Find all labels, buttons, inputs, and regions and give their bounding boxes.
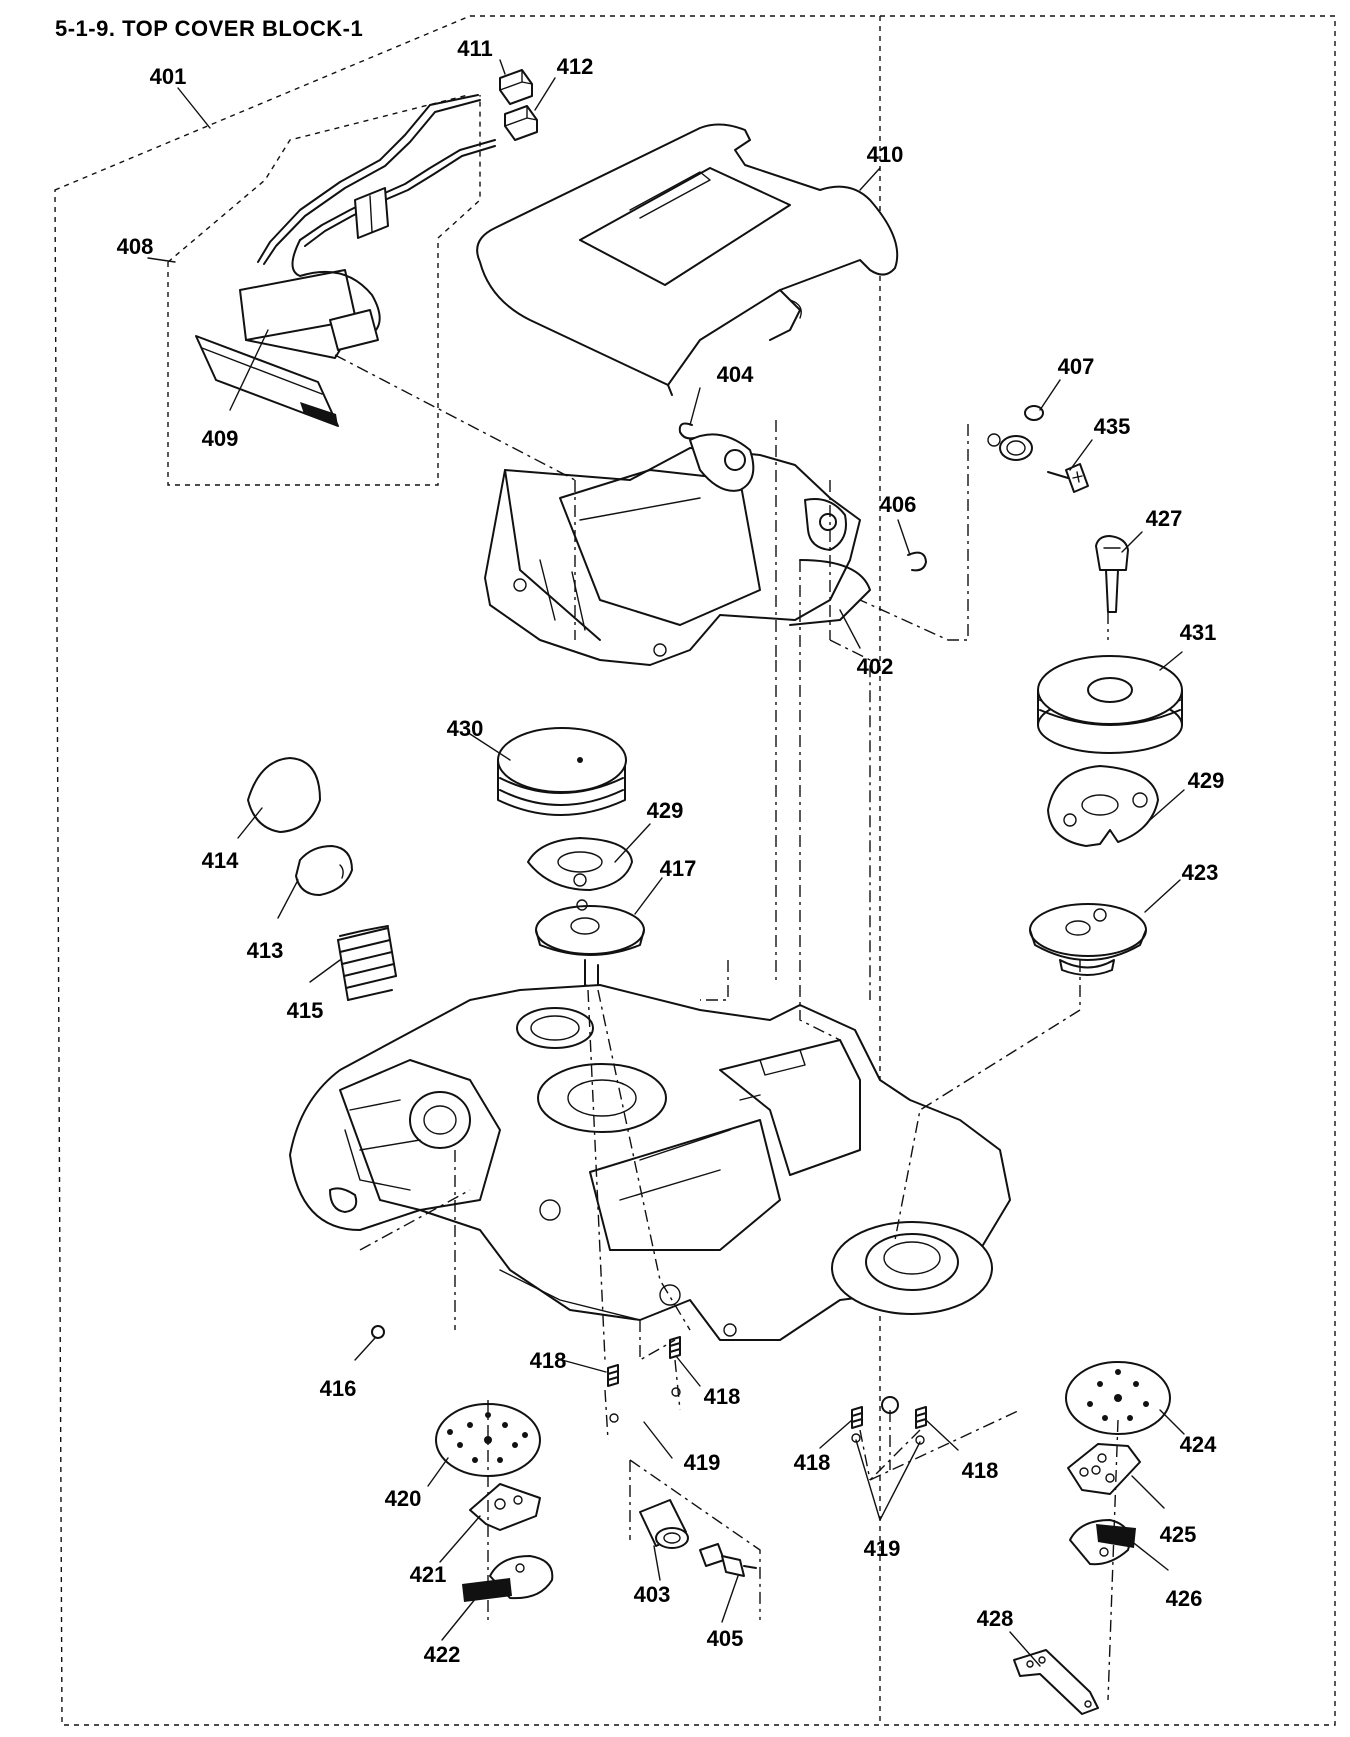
label-410: 410	[867, 142, 904, 167]
plate-421	[469, 1483, 541, 1531]
label-401: 401	[150, 64, 187, 89]
brush-426	[1069, 1519, 1136, 1566]
disc-424	[1065, 1361, 1171, 1435]
spring-415	[337, 925, 397, 1001]
cap-414	[247, 757, 321, 833]
bracket-428	[1013, 1649, 1099, 1715]
spring-418-b	[669, 1336, 681, 1359]
label-431: 431	[1180, 620, 1217, 645]
diagram-title: 5-1-9. TOP COVER BLOCK-1	[55, 16, 363, 41]
connector-411	[499, 69, 533, 105]
spring-418-a	[607, 1364, 619, 1387]
brush-422	[462, 1555, 554, 1602]
label-407: 407	[1058, 354, 1095, 379]
harness-408	[239, 94, 496, 359]
label-402: 402	[857, 654, 894, 679]
label-411: 411	[457, 36, 493, 61]
label-409: 409	[202, 426, 239, 451]
label-418-b: 418	[704, 1384, 741, 1409]
label-417: 417	[660, 856, 697, 881]
connector-412	[504, 105, 538, 141]
label-418-d: 418	[962, 1458, 999, 1483]
label-412: 412	[557, 54, 594, 79]
label-420: 420	[385, 1486, 422, 1511]
ring-406	[907, 551, 927, 572]
label-405: 405	[707, 1626, 744, 1651]
top-cover-410	[476, 123, 899, 396]
label-406: 406	[880, 492, 917, 517]
label-429-left: 429	[647, 798, 684, 823]
label-424: 424	[1180, 1432, 1217, 1457]
bushing-403	[639, 1499, 689, 1549]
label-419-b: 419	[864, 1536, 901, 1561]
spring-418-c	[851, 1406, 863, 1429]
label-404: 404	[717, 362, 754, 387]
label-419-a: 419	[684, 1450, 721, 1475]
callout-lines	[147, 59, 1185, 1667]
label-430: 430	[447, 716, 484, 741]
label-403: 403	[634, 1582, 671, 1607]
pin-416	[371, 1325, 385, 1339]
flex-409	[195, 335, 339, 427]
label-428: 428	[977, 1606, 1014, 1631]
leader-lines	[334, 354, 1119, 1701]
screw-435	[1047, 463, 1089, 493]
frame-402	[484, 433, 871, 666]
spring-418-d	[915, 1406, 927, 1429]
pin-405	[699, 1543, 757, 1577]
main-body	[289, 984, 1011, 1341]
label-429-right: 429	[1188, 768, 1225, 793]
label-418-c: 418	[794, 1450, 831, 1475]
label-415: 415	[287, 998, 324, 1023]
plate-425	[1067, 1443, 1141, 1495]
label-413: 413	[247, 938, 284, 963]
label-416: 416	[320, 1376, 357, 1401]
label-418-a: 418	[530, 1348, 567, 1373]
plate-429-left	[527, 837, 633, 891]
disc-417	[535, 899, 645, 991]
label-426: 426	[1166, 1586, 1203, 1611]
label-423: 423	[1182, 860, 1219, 885]
dial-430	[497, 727, 627, 816]
label-425: 425	[1160, 1522, 1197, 1547]
knob-427	[1095, 535, 1129, 613]
part-labels: 401 411 412 408 409 410 404 407 435 406 …	[117, 36, 1225, 1667]
plate-429-right	[1047, 765, 1159, 847]
balls-419	[609, 1387, 925, 1445]
label-408: 408	[117, 234, 154, 259]
dial-431	[1037, 655, 1183, 754]
cap-413	[295, 845, 353, 896]
block-boundary	[54, 15, 1336, 1726]
label-421: 421	[410, 1562, 447, 1587]
collar-407	[987, 405, 1044, 461]
disc-420	[435, 1403, 541, 1477]
label-414: 414	[202, 848, 239, 873]
label-427: 427	[1146, 506, 1183, 531]
disc-423	[1029, 903, 1147, 976]
label-422: 422	[424, 1642, 461, 1667]
label-435: 435	[1094, 414, 1131, 439]
ring-404	[678, 422, 695, 440]
